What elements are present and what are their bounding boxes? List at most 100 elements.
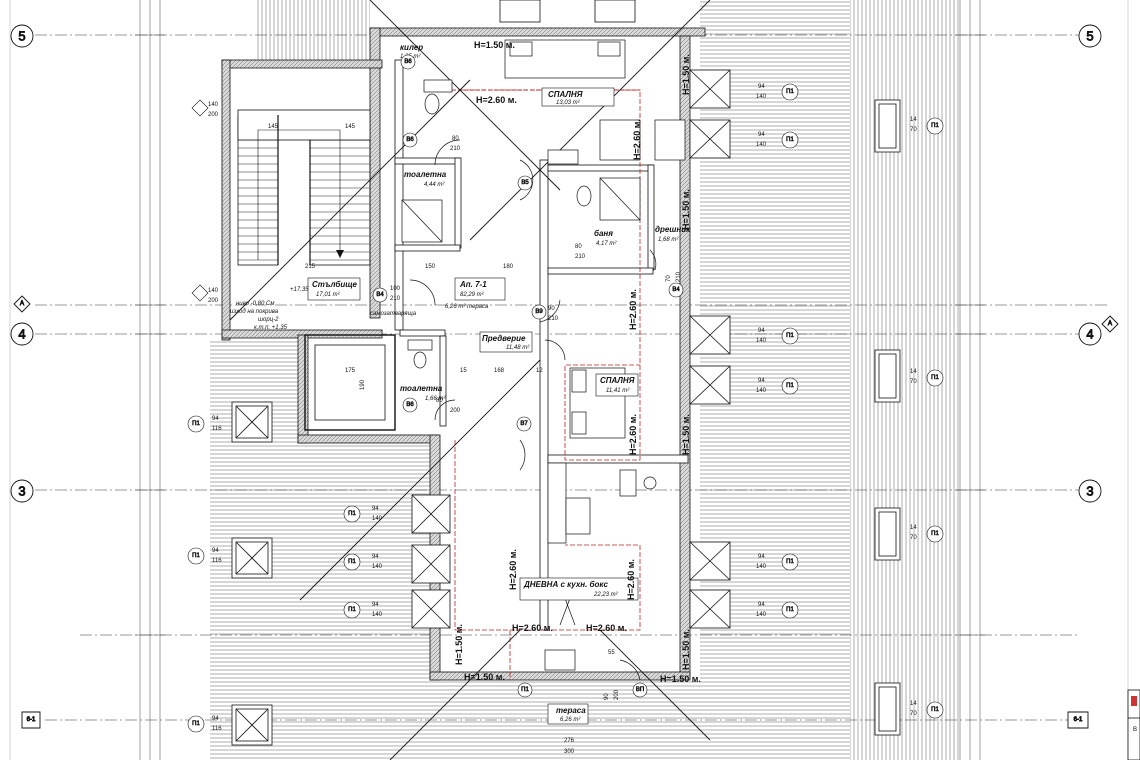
room-dnevna-area: 22,23 m² (593, 592, 619, 598)
height-label: H=2.60 м. (586, 623, 627, 633)
dimension: 55 (608, 650, 615, 656)
window-height: 116 (212, 558, 222, 564)
stairs (237, 109, 371, 266)
height-label: H=1.50 м. (474, 40, 515, 50)
door-width: 70 (666, 275, 672, 282)
door-height: 200 (614, 689, 620, 700)
window-tag: П1 (348, 511, 356, 517)
window-height: 140 (756, 338, 767, 344)
window-width: 94 (212, 548, 219, 554)
window-tag: П1 (348, 607, 356, 613)
window-height: 140 (756, 612, 767, 618)
window-width: 14 (910, 701, 917, 707)
window-height: 70 (910, 711, 917, 717)
roof-surfaces (210, 0, 960, 760)
door-height: 210 (575, 254, 586, 260)
fixtures (401, 39, 686, 671)
room-kiler-name: килер (400, 43, 423, 52)
door-width: 100 (390, 286, 401, 292)
window-width: 94 (758, 378, 765, 384)
dimension: 180 (503, 264, 514, 270)
door-tag: ВП (636, 687, 644, 693)
dimension: 168 (494, 368, 505, 374)
height-label: H=2.60 м. (512, 623, 553, 633)
axis-4-right-label: 4 (1086, 327, 1093, 342)
stair-note: к.т.п. +1.35 (254, 325, 288, 331)
dimension: 145 (268, 124, 279, 130)
stair-landing (237, 109, 371, 141)
dimension: 15 (460, 368, 467, 374)
window-height: 140 (756, 388, 767, 394)
height-label: H=2.60 м. (626, 559, 636, 600)
room-predverie-area: 11,48 m² (506, 345, 530, 351)
axis-a-left-label: A (20, 301, 24, 307)
room-toaletna-2-area: 1,66 m² (425, 396, 446, 402)
dimension-chains (9, 0, 1129, 760)
room-banya-name: баня (594, 229, 613, 238)
window-tag: П1 (786, 559, 794, 565)
dimension: 150 (425, 264, 436, 270)
axis-4-left-label: 4 (18, 327, 25, 342)
door-size-labels: 80 210 80 210 100 210 90 210 70 210 80 2… (390, 136, 682, 700)
window-width: 94 (758, 132, 765, 138)
roof-windows (231, 0, 901, 746)
dimension: 215 (305, 264, 316, 270)
door-note: самозатваряща (370, 311, 417, 317)
window-tag: П1 (348, 559, 356, 565)
dimension: 300 (564, 749, 575, 755)
window-size-labels: 94 140 94 140 94 140 94 140 94 140 94 14… (208, 84, 917, 732)
window-height: 116 (212, 726, 222, 732)
axis-3-left (10, 479, 34, 503)
height-label: H=2.60 м. (508, 549, 518, 590)
window-width: 94 (212, 416, 219, 422)
door-tag: В6 (404, 59, 412, 65)
room-dnevna-name: ДНЕВНА с кухн. бокс (523, 580, 608, 589)
door-tag: В7 (520, 421, 528, 427)
door-tags: В6 В6 В5 В4 В4 В9 В6 В7 П1 ВП (372, 54, 684, 698)
axis-4-right (1078, 322, 1102, 346)
stair-level: +17.35 (290, 287, 309, 293)
window-width: 14 (910, 369, 917, 375)
title-block-letter: B (1133, 727, 1137, 733)
axis-a-right (1101, 315, 1119, 333)
room-stalbishte-name: Стълбище (312, 280, 358, 289)
stair-notes: ниво -0,80 См изход на покрива шорц-2 к.… (230, 287, 417, 331)
dimension: 145 (345, 124, 356, 130)
axis-6-1-left (21, 711, 41, 729)
height-label: H=1.50 м. (681, 54, 691, 95)
door-width: 90 (548, 306, 555, 312)
roof-right-outer (850, 0, 960, 760)
window-tag: П1 (786, 333, 794, 339)
window-width: 94 (758, 554, 765, 560)
window-height: 140 (372, 516, 383, 522)
height-label: H=1.50 м. (454, 624, 464, 665)
door-width: 80 (452, 136, 459, 142)
window-tag: П1 (931, 123, 939, 129)
room-spalnya-2-name: СПАЛНЯ (600, 376, 635, 385)
window-width: 94 (758, 328, 765, 334)
window-tag: П1 (931, 707, 939, 713)
window-tag: П1 (192, 553, 200, 559)
axis-5-right (1078, 24, 1102, 48)
window-tag: П1 (786, 137, 794, 143)
window-height: 140 (372, 564, 383, 570)
height-label: H=2.60 м. (632, 119, 642, 160)
window-height: 200 (208, 298, 219, 304)
dimension: 175 (345, 368, 356, 374)
room-banya-area: 4,17 m² (596, 241, 617, 247)
doors (409, 139, 657, 681)
window-tag: П1 (786, 607, 794, 613)
stair-note: ниво -0,80 См (236, 301, 274, 307)
room-apartment-terrace-area: 6,26 m² тераса (445, 304, 489, 310)
window-width: 140 (208, 102, 219, 108)
door-tag: В4 (672, 287, 680, 293)
door-height: 210 (548, 316, 559, 322)
axis-a-left (13, 295, 31, 313)
room-spalnya-1-area: 13,03 m² (556, 100, 581, 106)
dimension: 12 (536, 368, 543, 374)
window-width: 94 (372, 506, 379, 512)
window-width: 94 (758, 84, 765, 90)
walls (221, 27, 706, 681)
window-tag: П1 (786, 89, 794, 95)
